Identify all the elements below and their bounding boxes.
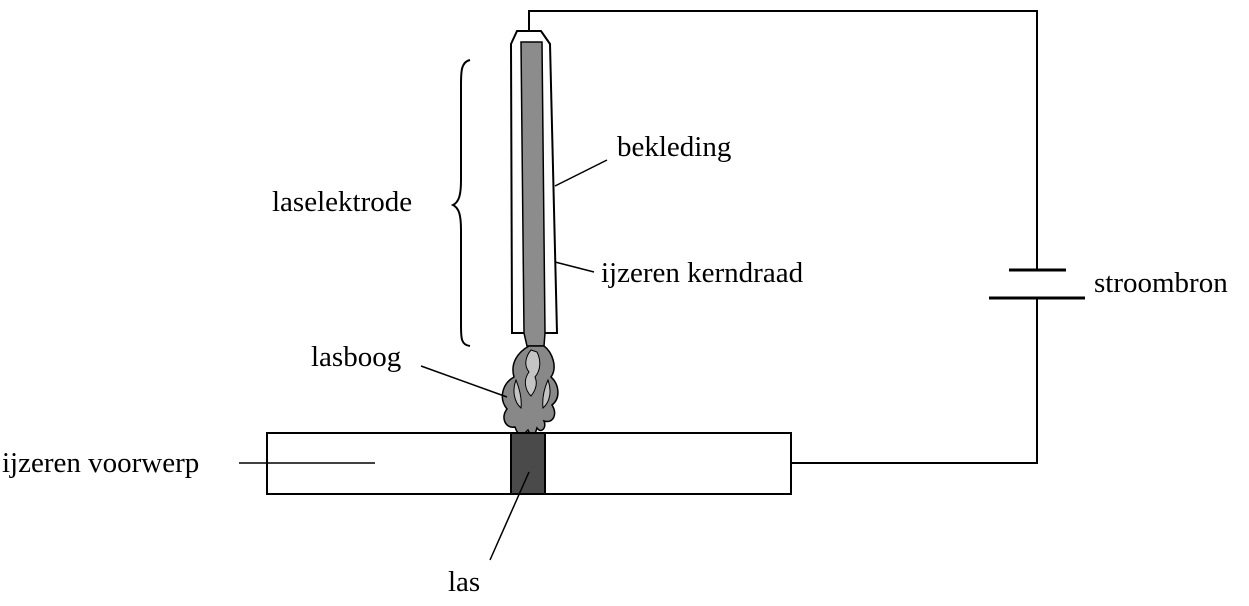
electrode-core xyxy=(520,41,546,347)
label-stroombron: stroombron xyxy=(1094,267,1228,299)
label-kerndraad: ijzeren kerndraad xyxy=(601,257,804,289)
electrode-brace xyxy=(450,59,471,347)
label-voorwerp: ijzeren voorwerp xyxy=(2,447,199,479)
leader-las xyxy=(489,471,530,561)
label-lasboog: lasboog xyxy=(311,341,401,373)
arc-flame-inner-right xyxy=(542,378,551,409)
wire-top xyxy=(528,10,1038,270)
workpiece-right xyxy=(544,432,792,495)
label-laselektrode: laselektrode xyxy=(272,186,412,218)
label-las: las xyxy=(448,566,480,598)
arc-flame-inner xyxy=(524,349,541,397)
weld-las xyxy=(510,432,546,495)
arc-flame-inner-left xyxy=(513,378,522,409)
label-bekleding: bekleding xyxy=(617,131,731,163)
leader-kerndraad xyxy=(554,261,595,273)
wire-bottom xyxy=(791,298,1038,464)
leader-lasboog xyxy=(420,365,508,398)
leader-bekleding xyxy=(554,159,608,187)
workpiece-left xyxy=(266,432,512,495)
